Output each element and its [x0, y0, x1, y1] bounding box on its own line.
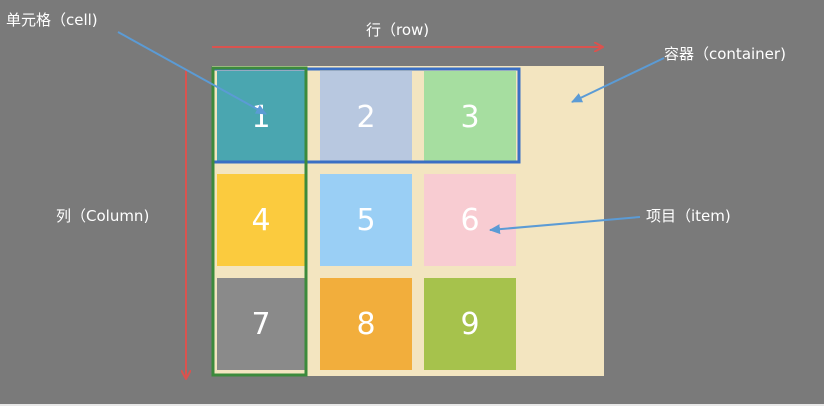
grid-item-label: 3 — [460, 99, 480, 135]
grid-item-3: 3 — [424, 71, 516, 163]
grid-item-2: 2 — [320, 71, 412, 163]
grid-container: 1 2 3 4 5 6 7 8 9 — [212, 66, 604, 376]
grid-item-6: 6 — [424, 174, 516, 266]
grid-item-label: 5 — [356, 202, 376, 238]
grid-item-4: 4 — [217, 174, 305, 266]
grid-item-7: 7 — [217, 278, 305, 370]
grid-item-label: 9 — [460, 306, 480, 342]
grid-item-9: 9 — [424, 278, 516, 370]
row-outline — [304, 67, 521, 164]
item-pointer — [489, 216, 641, 235]
bottom-strip — [0, 404, 824, 406]
column-outline — [211, 66, 308, 377]
container-label: 容器（container) — [664, 45, 786, 63]
container-pointer — [571, 57, 665, 103]
grid-item-label: 8 — [356, 306, 376, 342]
cell-label: 单元格（cell) — [6, 11, 98, 29]
column-label: 列（Column) — [56, 207, 150, 225]
grid-item-5: 5 — [320, 174, 412, 266]
grid-item-label: 6 — [460, 202, 480, 238]
row-label: 行（row) — [366, 21, 430, 39]
grid-item-8: 8 — [320, 278, 412, 370]
grid-item-label: 4 — [251, 202, 271, 238]
item-label: 项目（item) — [646, 207, 731, 225]
grid-item-1: 1 — [217, 71, 305, 163]
grid-item-label: 2 — [356, 99, 376, 135]
cell-pointer — [117, 31, 267, 115]
grid-item-label: 7 — [251, 306, 271, 342]
